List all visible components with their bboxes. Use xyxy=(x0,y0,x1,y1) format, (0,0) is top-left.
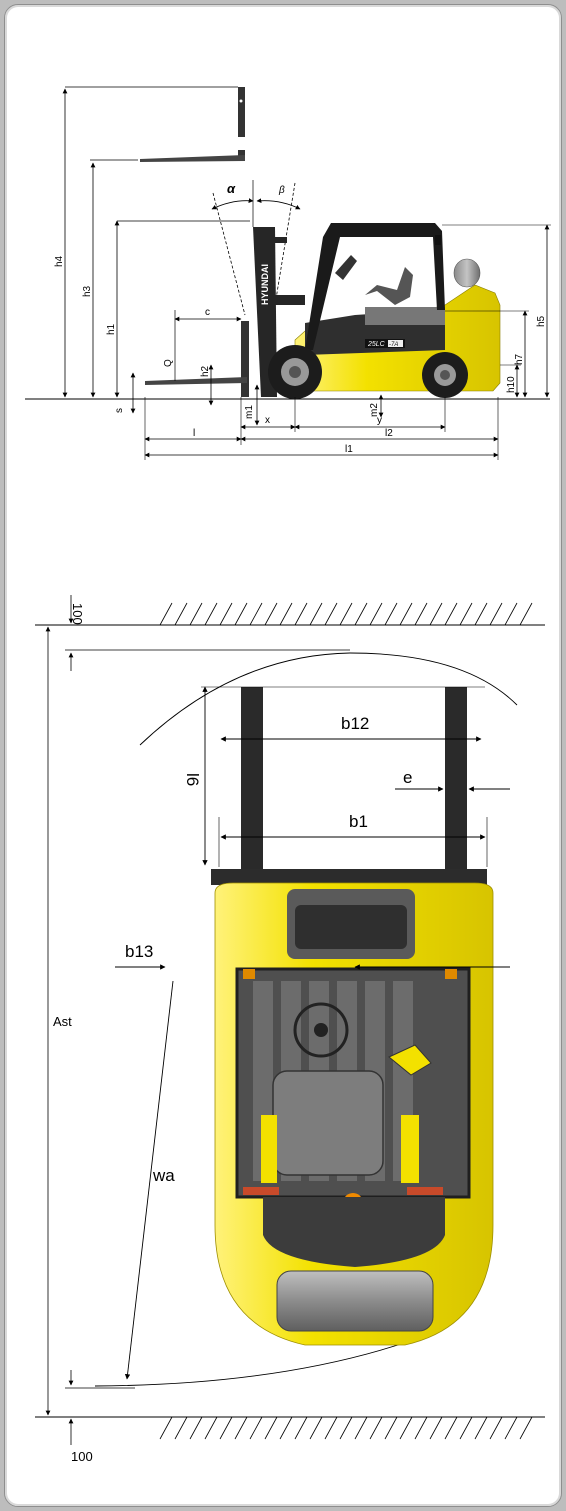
dim-h5-label: h5 xyxy=(536,315,547,327)
clearance-top-label: 100 xyxy=(70,603,85,625)
turning-arc-top xyxy=(139,652,518,746)
forklift-top xyxy=(211,687,494,1346)
clearance-bottom-label: 100 xyxy=(71,1449,93,1464)
dim-l6-label: l6 xyxy=(183,773,202,786)
dim-wa-label: wa xyxy=(152,1166,175,1185)
forklift-side: 25LC -7A HYUNDAI xyxy=(145,223,501,399)
dim-h10-label: h10 xyxy=(506,376,517,393)
dim-l1-label: l1 xyxy=(345,444,353,455)
diagram-card: α β 25LC -7A xyxy=(4,4,562,1507)
dim-e-label: e xyxy=(403,768,412,787)
dim-b13-label: b13 xyxy=(125,942,153,961)
dim-b1-label: b1 xyxy=(349,812,368,831)
dim-h2-label: h2 xyxy=(200,365,211,377)
dim-x-label: x xyxy=(265,415,270,426)
wall-top-hatching xyxy=(159,602,533,626)
forklift-diagram: α β 25LC -7A xyxy=(25,86,551,1464)
dim-h1-label: h1 xyxy=(106,323,117,335)
tilt-alpha-line xyxy=(212,192,246,316)
dim-l2-label: l2 xyxy=(385,428,393,439)
angle-beta-label: β xyxy=(278,185,285,196)
wall-bottom-hatching xyxy=(159,1416,533,1440)
dim-m2-label: m2 xyxy=(369,403,380,417)
dim-h7-label: h7 xyxy=(514,353,525,365)
dim-h4-label: h4 xyxy=(54,255,65,267)
model-badge: 25LC xyxy=(367,341,386,348)
dim-h3-label: h3 xyxy=(82,285,93,297)
tilt-beta-line xyxy=(274,182,296,306)
dim-c-label: c xyxy=(205,307,210,318)
dim-m1-label: m1 xyxy=(244,405,255,419)
mast-brand: HYUNDAI xyxy=(260,264,270,305)
dim-b12-label: b12 xyxy=(341,714,369,733)
dim-y-label: y xyxy=(377,415,382,426)
dim-Ast-label: Ast xyxy=(53,1014,72,1029)
top-view: 100 100 Ast xyxy=(35,595,545,1464)
dim-l-label: l xyxy=(193,428,195,439)
dim-Q-label: Q xyxy=(163,359,174,367)
raised-fork-mid xyxy=(90,150,245,162)
dim-s-label: s xyxy=(114,408,125,413)
raised-fork-top xyxy=(65,86,245,137)
model-badge-suffix: -7A xyxy=(389,342,398,348)
side-view: α β 25LC -7A xyxy=(25,86,551,460)
alpha-arc xyxy=(211,198,254,210)
dim-wa xyxy=(124,980,174,1380)
angle-alpha-label: α xyxy=(227,181,236,196)
beta-arc xyxy=(256,198,301,210)
